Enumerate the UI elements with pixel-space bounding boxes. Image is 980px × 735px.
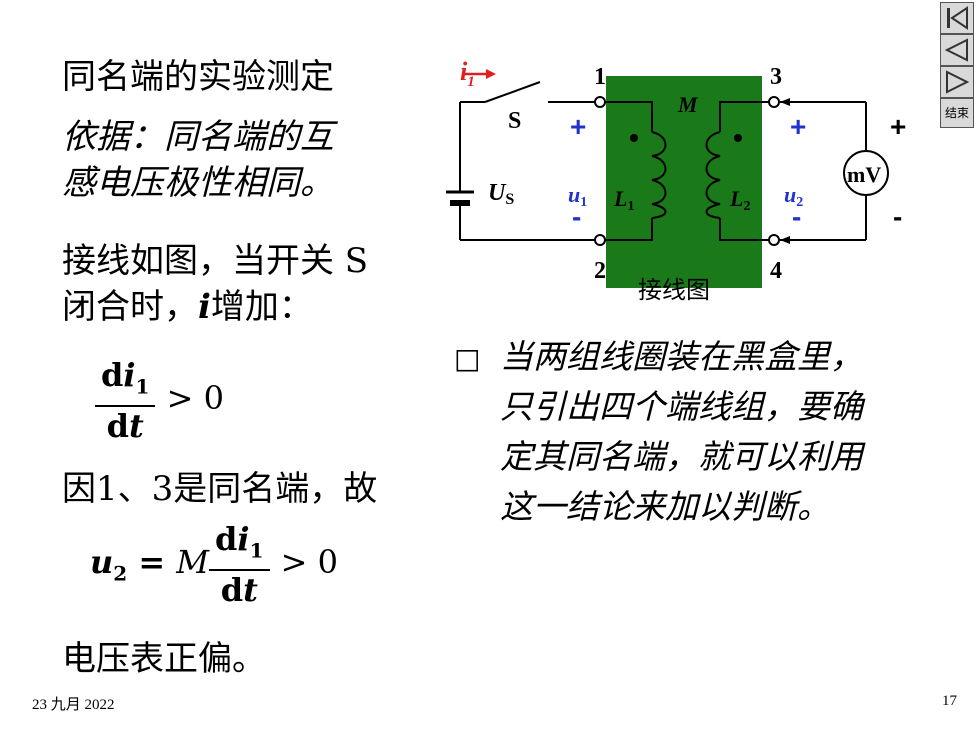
conclusion: 电压表正偏。 — [62, 639, 266, 679]
terminal-4-label: 4 — [770, 258, 782, 284]
heading: 同名端的实验测定 — [62, 57, 334, 97]
page-number: 17 — [942, 693, 957, 709]
battery-short-plate — [450, 200, 470, 206]
first-slide-button[interactable] — [940, 2, 974, 34]
terminal-1 — [594, 96, 606, 108]
next-slide-icon — [946, 70, 970, 94]
u2-plus: + — [790, 111, 806, 142]
note-line-1: 当两组线圈装在黑盒里， — [500, 337, 863, 376]
terminal-3-label: 3 — [770, 64, 782, 90]
wiring-line-2: 闭合时，i增加： — [62, 287, 313, 327]
dot-L2 — [734, 134, 742, 142]
basis-line-1: 依据：同名端的互 — [62, 117, 334, 157]
meter-label: mV — [847, 162, 881, 187]
note-line-3: 定其同名端，就可以利用 — [500, 437, 863, 476]
u1-plus: + — [570, 111, 586, 142]
terminal-2 — [594, 234, 606, 246]
note-bullet: □ — [454, 342, 481, 375]
circuit-caption: 接线图 — [638, 276, 710, 304]
u1-minus: - — [572, 201, 581, 232]
switch-label: S — [508, 108, 521, 134]
first-slide-icon — [947, 6, 968, 30]
u1-label: u1 — [568, 182, 587, 210]
note-line-2: 只引出四个端线组，要确 — [500, 387, 863, 426]
coil-L1 — [651, 131, 667, 219]
L1-label: L1 — [613, 186, 634, 214]
wiring-line-1: 接线如图，当开关 S — [62, 241, 369, 281]
source-label: US — [488, 180, 514, 208]
terminal-3 — [768, 96, 780, 108]
u2-minus: - — [792, 201, 801, 232]
mutual-M-label: M — [677, 92, 699, 117]
note-line-4: 这一结论来加以判断。 — [500, 487, 830, 526]
u2-label: u2 — [784, 182, 803, 210]
terminal-4 — [768, 234, 780, 246]
basis-line-2: 感电压极性相同。 — [62, 163, 334, 203]
terminal-1-label: 1 — [594, 64, 606, 90]
circuit-diagram: i1 S US u1 u2 L1 L2 M mV 1 2 3 4 + - + -… — [446, 57, 906, 304]
black-box — [606, 76, 762, 288]
meter-minus: - — [893, 201, 902, 232]
prev-slide-button[interactable] — [940, 34, 974, 66]
dot-L1 — [630, 134, 638, 142]
footer-date: 23 九月 2022 — [32, 697, 115, 713]
because-line: 因1、3是同名端，故 — [62, 469, 378, 509]
note-block: 当两组线圈装在黑盒里， 只引出四个端线组，要确 定其同名端，就可以利用 这一结论… — [500, 332, 863, 532]
current-label: i1 — [460, 57, 475, 90]
end-show-button[interactable]: 结束 — [940, 98, 974, 128]
L2-label: L2 — [729, 186, 750, 214]
prev-slide-icon — [944, 38, 968, 62]
meter-plus: + — [890, 111, 906, 142]
coil-L2 — [705, 131, 721, 219]
terminal-2-label: 2 — [594, 258, 606, 284]
switch-blade — [484, 81, 541, 103]
millivoltmeter — [843, 150, 889, 196]
next-slide-button[interactable] — [940, 66, 974, 98]
